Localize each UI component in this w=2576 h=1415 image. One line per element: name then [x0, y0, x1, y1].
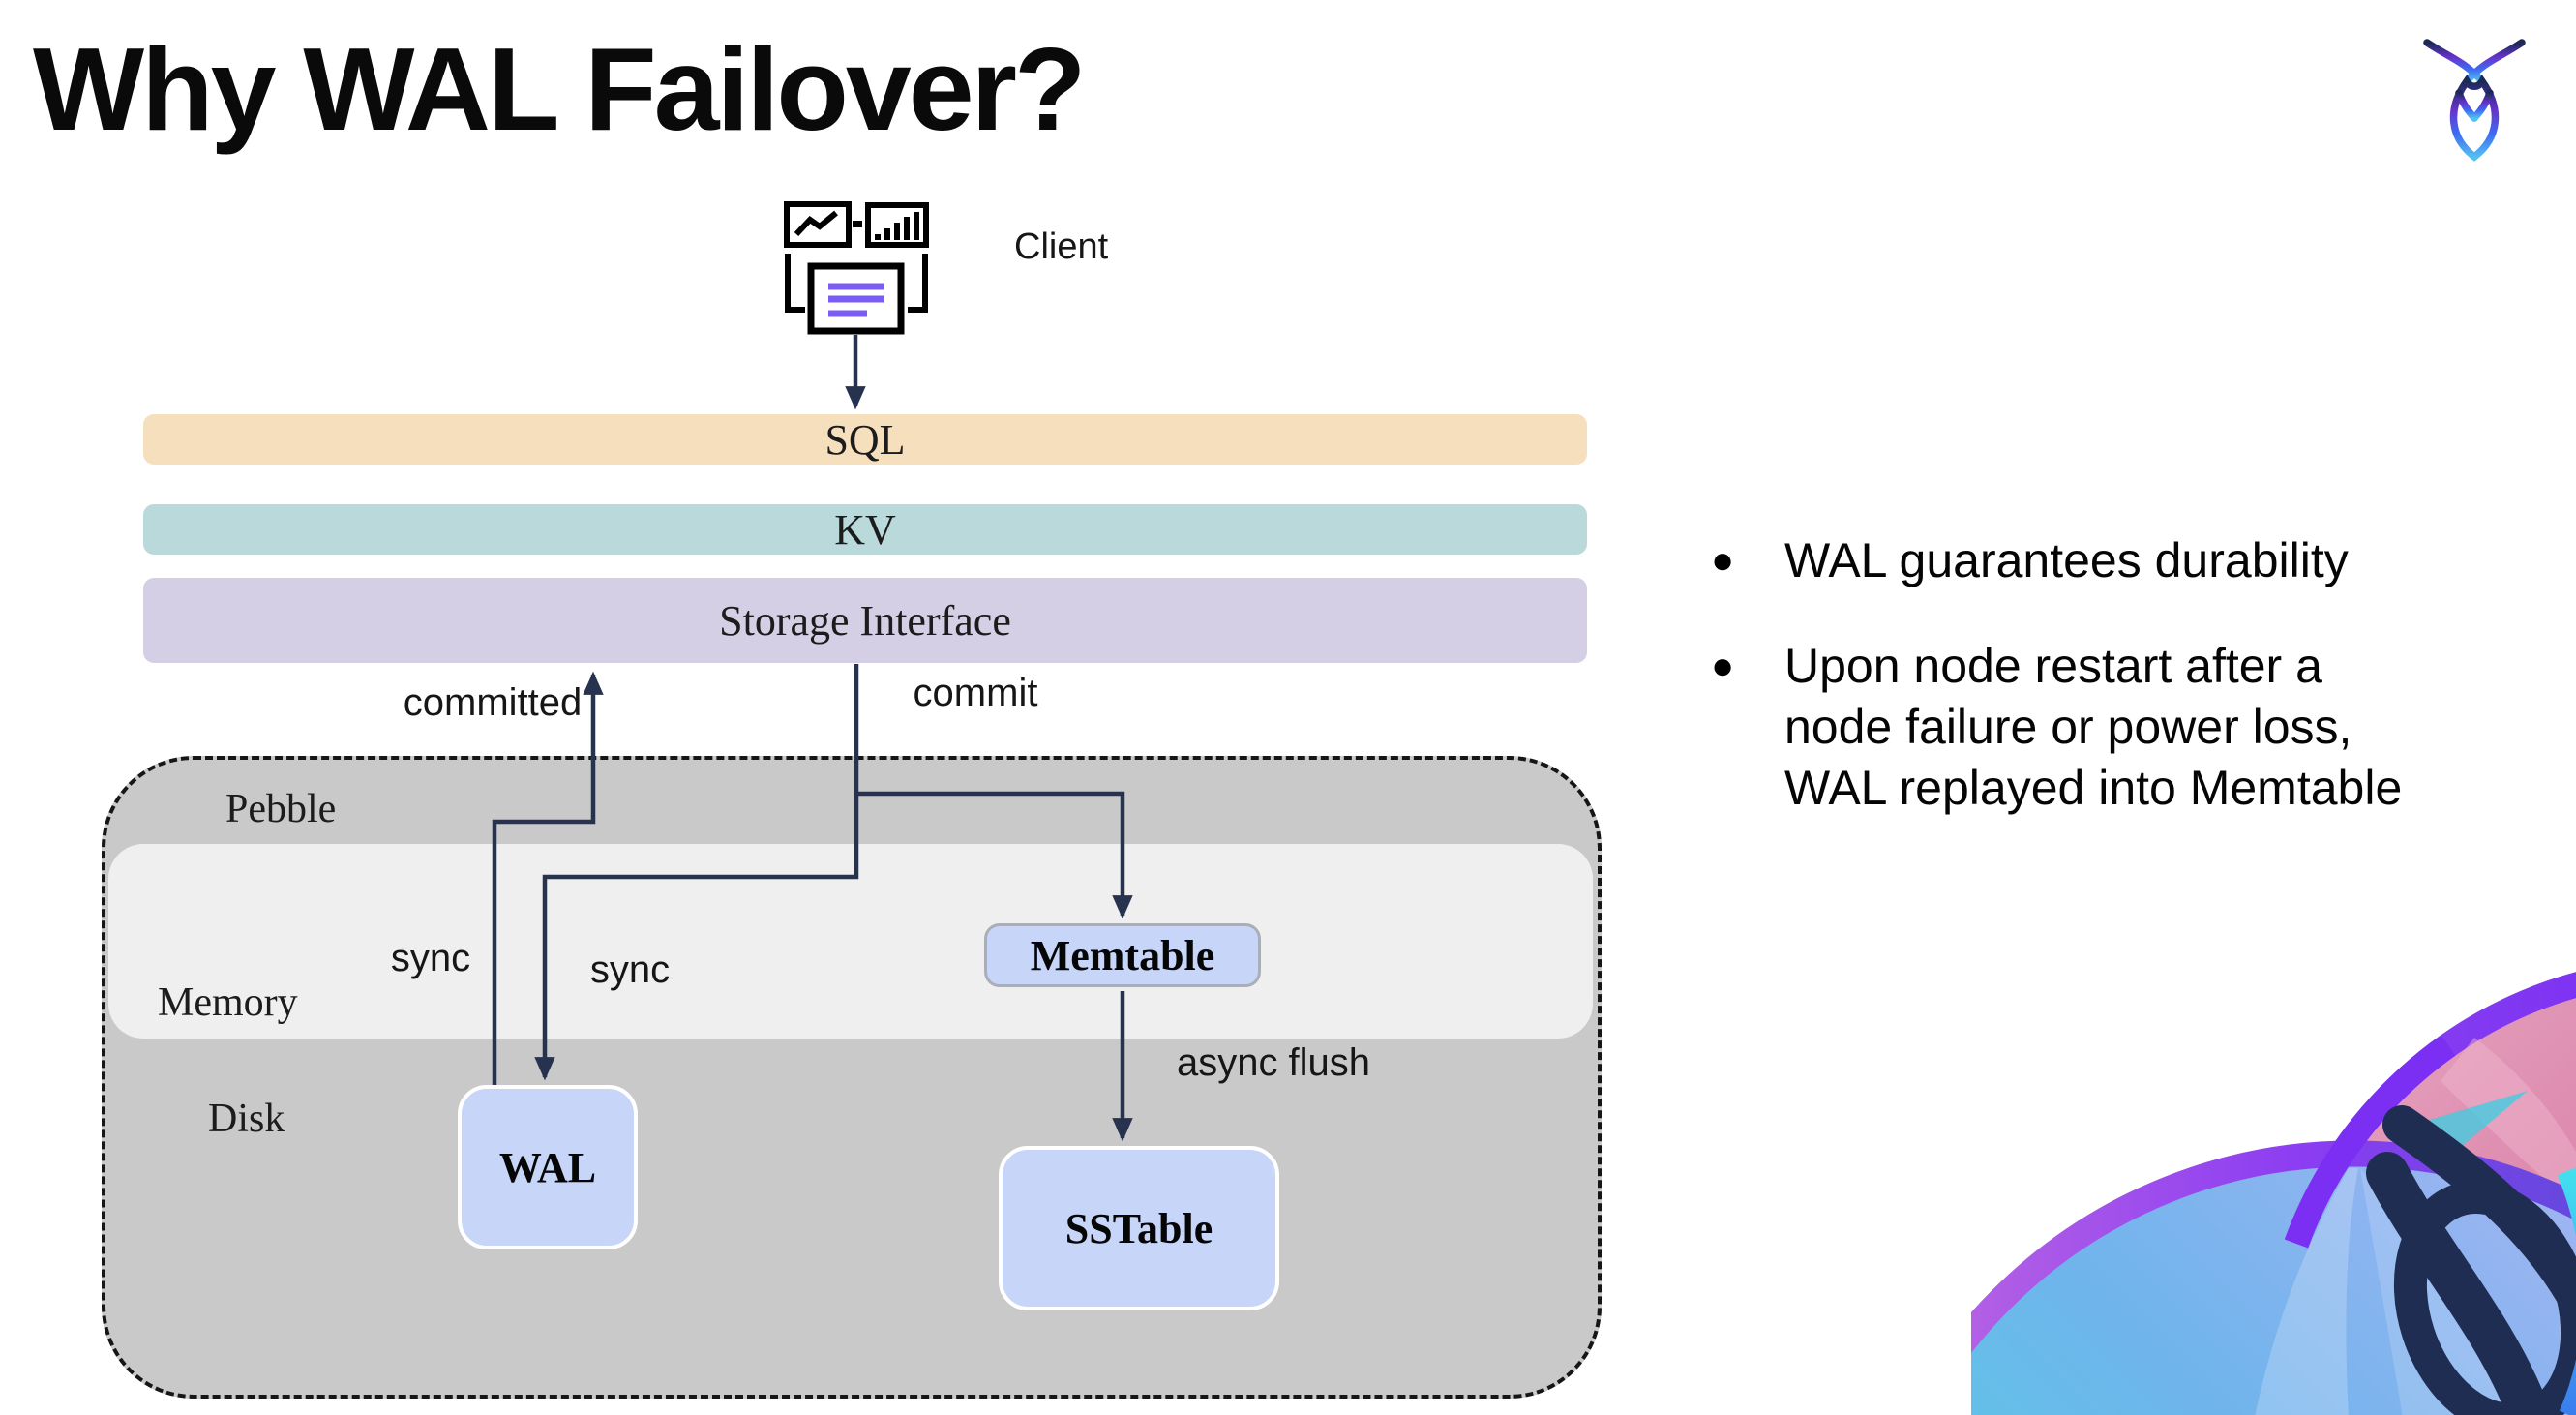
dash-glyph [853, 221, 862, 227]
commit-edge-label: commit [913, 672, 1038, 714]
sql-layer-label: SQL [824, 415, 906, 464]
sync-up-edge-label: sync [390, 937, 471, 979]
page-title: Why WAL Failover? [33, 23, 1087, 155]
sstable-node: SSTable [999, 1146, 1279, 1310]
memtable-label: Memtable [1030, 931, 1215, 979]
bracket-glyphs [785, 254, 928, 313]
sync-down-edge-label: sync [589, 948, 671, 991]
wal-label: WAL [498, 1143, 597, 1191]
memory-band [108, 844, 1593, 1039]
kv-layer-label: KV [834, 505, 896, 554]
document-text-lines [828, 283, 884, 317]
wal-node: WAL [458, 1085, 638, 1249]
sql-layer-bar: SQL [143, 414, 1587, 465]
bullet-text: Upon node restart after a node failure o… [1784, 639, 2403, 815]
sstable-label: SSTable [1064, 1204, 1213, 1252]
bullet-list: ● WAL guarantees durability ● Upon node … [1711, 530, 2562, 819]
pebble-label: Pebble [225, 787, 337, 831]
cockroach-brand-art [1971, 972, 2576, 1415]
client-workload-icon [784, 201, 929, 335]
bullet-marker: ● [1711, 645, 1735, 687]
kv-layer-bar: KV [143, 504, 1587, 555]
client-label: Client [1014, 226, 1109, 267]
bullet-marker: ● [1711, 539, 1735, 582]
storage-interface-layer-bar: Storage Interface [143, 578, 1587, 663]
bar-chart-bars [875, 212, 919, 240]
committed-edge-label: committed [403, 681, 583, 724]
bullet-text: WAL guarantees durability [1784, 533, 2349, 587]
memory-label: Memory [158, 980, 298, 1025]
memtable-node: Memtable [984, 923, 1261, 987]
disk-label: Disk [208, 1097, 285, 1141]
line-chart-icon [784, 201, 852, 248]
list-item: ● Upon node restart after a node failure… [1711, 636, 2562, 819]
storage-interface-layer-label: Storage Interface [719, 596, 1011, 645]
async-flush-edge-label: async flush [1176, 1041, 1371, 1084]
cockroachdb-logo-icon [2423, 39, 2526, 162]
list-item: ● WAL guarantees durability [1711, 530, 2562, 591]
